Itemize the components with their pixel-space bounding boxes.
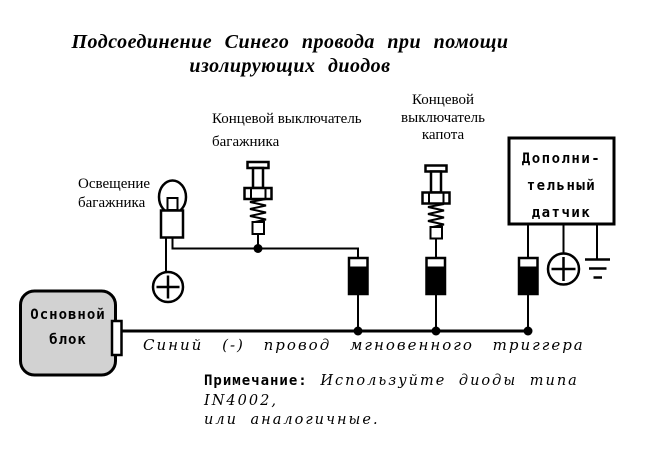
trunk-switch-label-line2: багажника xyxy=(212,134,280,150)
bulb-icon xyxy=(157,179,188,239)
plus-circle-icon-sensor xyxy=(546,252,581,286)
plunger-switch-icon-hood xyxy=(421,164,451,258)
plus-circle-icon xyxy=(151,270,185,304)
main-unit-label-line2: блок xyxy=(49,332,87,348)
ground-icon xyxy=(585,258,610,279)
extra-sensor-label: Дополни- тельный датчик xyxy=(509,146,614,227)
main-unit-label: Основной блок xyxy=(20,303,116,353)
junction-dot-icon xyxy=(353,326,363,336)
branch-wire xyxy=(171,237,359,258)
note-text-line1: Используйте диоды типа IN4002, xyxy=(204,373,579,409)
trunk-light-label-line2: багажника xyxy=(78,195,146,211)
hood-switch-label-line2: выключатель xyxy=(401,109,485,126)
title-line2: изолирующих диодов xyxy=(189,55,391,77)
hood-switch-label-line3: капота xyxy=(421,127,465,143)
diode-icon-1 xyxy=(347,256,369,331)
note: Примечание: Используйте диоды типа IN400… xyxy=(204,371,649,430)
junction-dot-icon xyxy=(523,326,533,336)
junction-dot-icon xyxy=(253,244,263,253)
page-title: Подсоединение Синего провода при помощи … xyxy=(0,30,580,78)
plunger-switch-icon-trunk xyxy=(243,160,273,249)
extra-sensor-box xyxy=(507,136,616,226)
main-unit-connector-tab xyxy=(110,319,123,357)
junction-dot-icon xyxy=(431,326,441,336)
hood-switch-label: Концевой выключатель капота xyxy=(378,92,508,145)
main-unit-label-line1: Основной xyxy=(30,307,106,323)
diode-icon-3 xyxy=(517,256,539,331)
note-label: Примечание: xyxy=(204,373,308,389)
note-text-line2: или аналогичные. xyxy=(204,412,380,428)
title-line1: Подсоединение Синего провода при помощи xyxy=(71,31,509,53)
trunk-light-label: Освещение багажника xyxy=(78,175,150,213)
sensor-leads xyxy=(527,224,598,259)
extra-sensor-label-line2: тельный xyxy=(526,178,597,194)
trunk-switch-label: Концевой выключатель багажника xyxy=(212,108,362,154)
note-line1: Примечание: Используйте диоды типа IN400… xyxy=(204,371,649,411)
trunk-switch-label-line1: Концевой выключатель xyxy=(212,111,362,127)
extra-sensor-label-line1: Дополни- xyxy=(521,151,602,167)
hood-switch-label-line1: Концевой xyxy=(412,92,474,108)
trunk-light-label-line1: Освещение xyxy=(78,176,151,192)
extra-sensor-label-line3: датчик xyxy=(531,205,592,221)
blue-wire-caption: Синий (-) провод мгновенного триггера xyxy=(143,336,585,354)
diode-icon-2 xyxy=(425,256,447,331)
